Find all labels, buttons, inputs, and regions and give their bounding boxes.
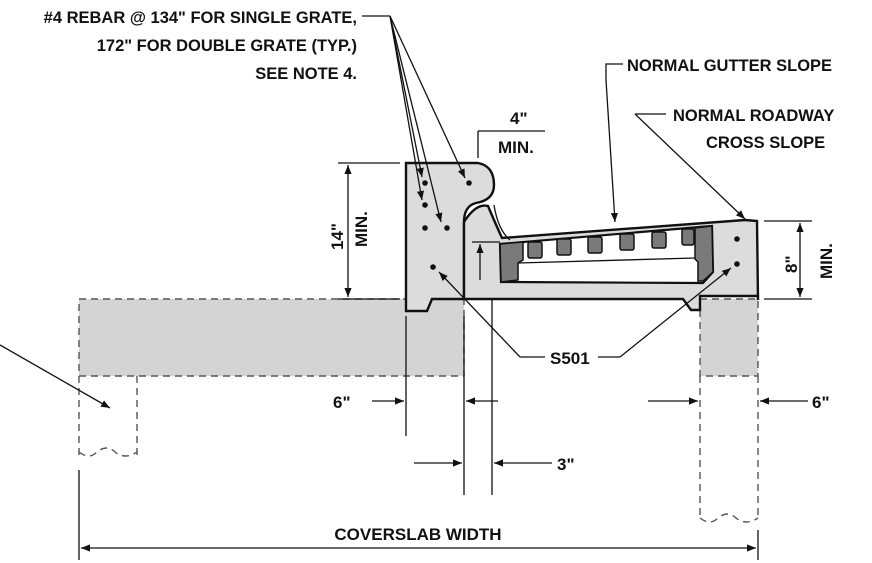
three-inch-dim: 3" — [557, 455, 575, 474]
six-inch-left-dim: 6" — [333, 393, 351, 412]
coverslab-width-label: COVERSLAB WIDTH — [334, 525, 501, 544]
rebar-dot — [422, 202, 428, 208]
roadway-slope-line1: NORMAL ROADWAY — [673, 107, 834, 125]
rebar-dot — [734, 236, 740, 242]
gutter-slope-label: NORMAL GUTTER SLOPE — [627, 57, 832, 75]
fourteen-inch-min: MIN. — [352, 211, 371, 247]
gutter-top-edge — [493, 204, 511, 241]
rebar-dot — [422, 225, 428, 231]
dimension-lines — [78, 130, 812, 560]
rebar-note-line3: SEE NOTE 4. — [255, 65, 357, 83]
coverslab-left-section — [78, 298, 465, 377]
grate-bar — [651, 231, 667, 249]
rebar-dot — [422, 180, 428, 186]
left-wall-break — [78, 447, 138, 457]
coverslab-right-section — [699, 298, 759, 377]
grate — [498, 224, 715, 285]
grate-bar — [587, 236, 603, 254]
right-wall-dashed — [699, 376, 759, 520]
roadway-slope-line2: CROSS SLOPE — [706, 134, 825, 152]
four-inch-dim: 4" — [510, 109, 528, 128]
rebar-note-line2: 172" FOR DOUBLE GRATE (TYP.) — [97, 37, 357, 55]
s501-label: S501 — [550, 349, 590, 368]
leader-lines — [0, 15, 746, 409]
left-wall-dashed — [78, 376, 138, 455]
rebar-dot — [466, 180, 472, 186]
eight-inch-min: MIN. — [817, 243, 836, 279]
grate-bar — [556, 238, 572, 256]
right-wall-break — [699, 513, 759, 523]
grate-bar — [619, 233, 635, 251]
rebar-note-line1: #4 REBAR @ 134" FOR SINGLE GRATE, — [44, 9, 357, 27]
fourteen-inch-dim: 14" — [328, 223, 347, 250]
grate-bar — [681, 228, 695, 246]
eight-inch-dim: 8" — [782, 255, 801, 273]
grate-right-end — [694, 225, 714, 282]
rebar-dot — [444, 225, 450, 231]
grate-bar — [527, 241, 543, 259]
grate-bottom-bar — [517, 257, 696, 264]
rebar-dot — [734, 261, 740, 267]
six-inch-right-dim: 6" — [812, 393, 830, 412]
four-inch-min: MIN. — [498, 138, 534, 157]
rebar-dot — [430, 264, 436, 270]
coverslab — [78, 298, 759, 523]
